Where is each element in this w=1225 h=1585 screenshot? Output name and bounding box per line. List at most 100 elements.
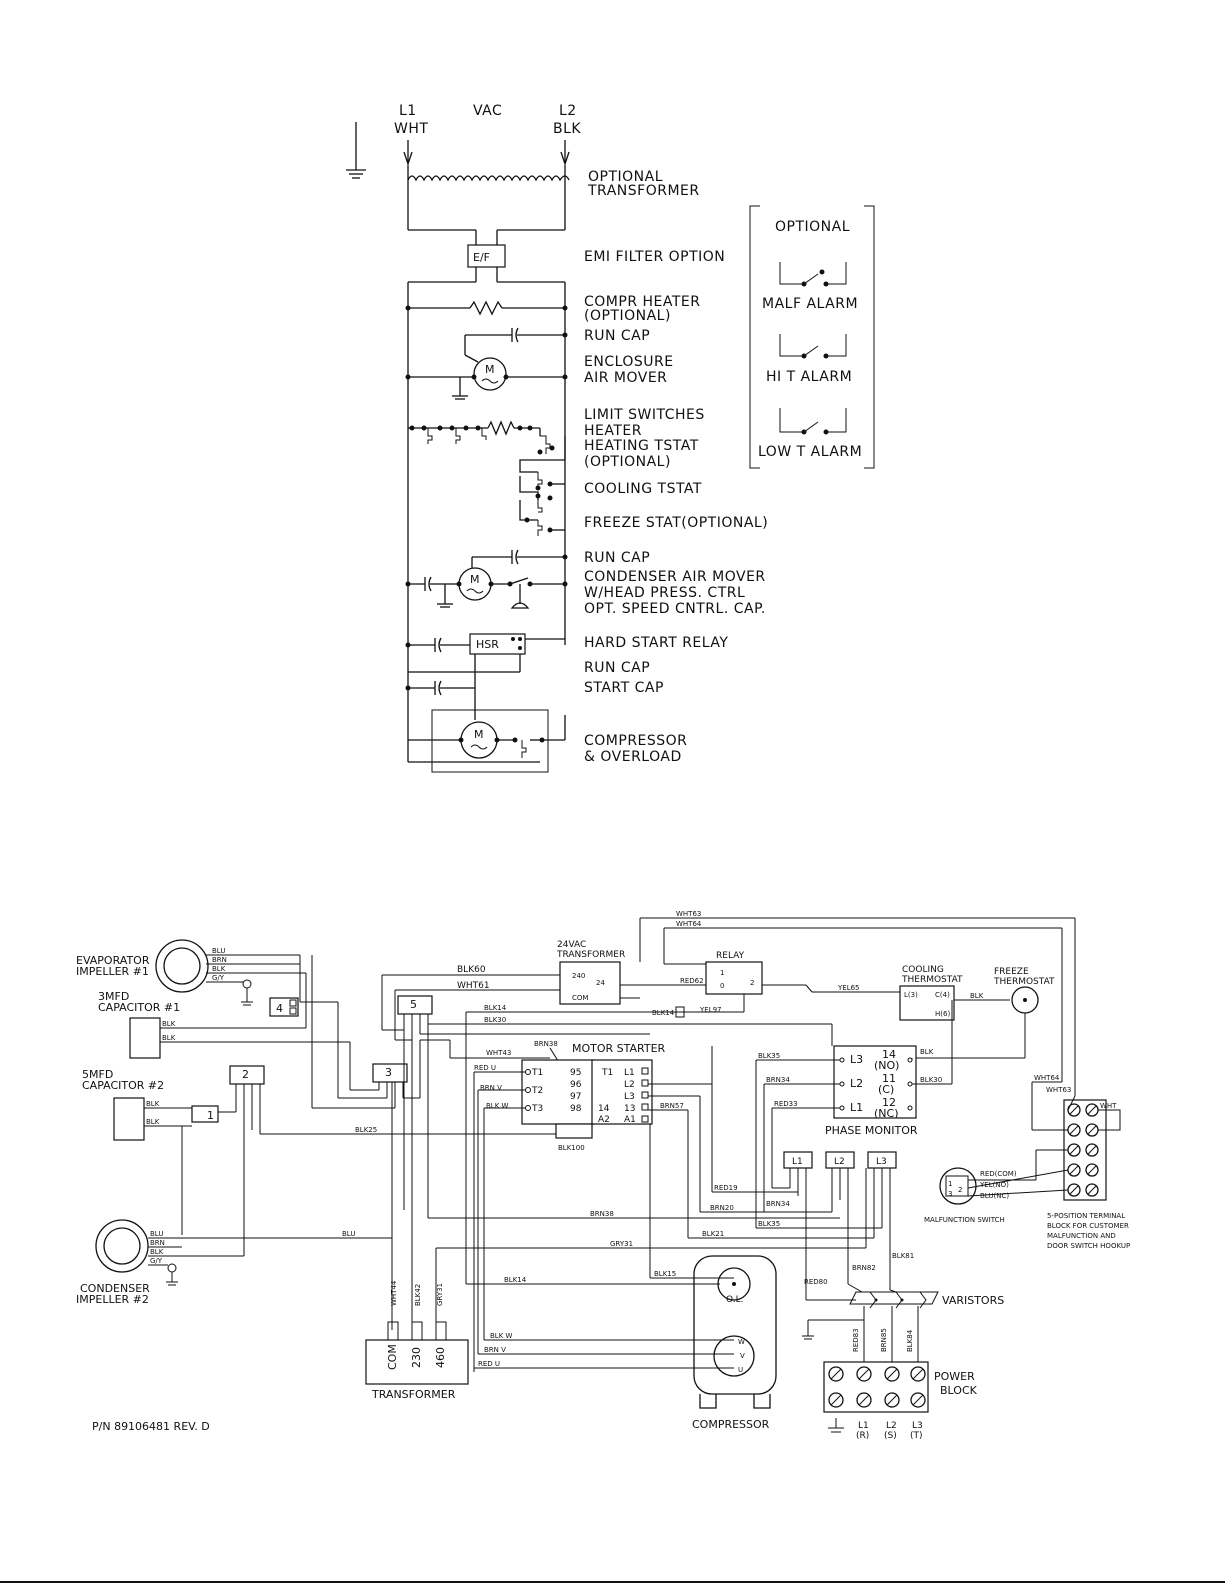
power-block-label-2: BLOCK <box>940 1384 978 1397</box>
phase-12: 12 <box>882 1096 896 1109</box>
cap1-wire-blk-1: BLK <box>162 1020 176 1028</box>
wire-yel97: YEL97 <box>699 1006 722 1014</box>
phase-wire-blk: BLK <box>920 1048 934 1056</box>
motor-starter-label: MOTOR STARTER <box>572 1042 666 1055</box>
starter-wire-blk-w: BLK W <box>486 1102 509 1110</box>
wire-red83: RED83 <box>852 1328 860 1352</box>
transformer-label: TRANSFORMER <box>371 1388 456 1401</box>
label-limit-switches: LIMIT SWITCHES <box>584 407 705 423</box>
evap-wire-gy: G/Y <box>212 974 225 982</box>
label-freeze-stat: FREEZE STAT(OPTIONAL) <box>584 515 768 531</box>
phase-l3: L3 <box>850 1053 863 1066</box>
tap-230: 230 <box>410 1347 423 1368</box>
freeze-tstat-label-1: FREEZE <box>994 967 1029 977</box>
starter-98: 98 <box>570 1104 582 1114</box>
wire-blk14-c: BLK14 <box>504 1276 527 1284</box>
wire-blk21: BLK21 <box>702 1230 724 1238</box>
overload-icon <box>717 1267 751 1301</box>
evaporator-label-1: EVAPORATOR <box>76 954 150 967</box>
mini-block-l3: L3 <box>876 1157 887 1167</box>
phase-no: (NO) <box>874 1059 899 1072</box>
terminal-block-label-4: DOOR SWITCH HOOKUP <box>1047 1242 1130 1250</box>
wire-wht43: WHT43 <box>486 1049 511 1057</box>
wire-blk35-a: BLK35 <box>758 1052 780 1060</box>
wire-brn57: BRN57 <box>660 1102 684 1110</box>
relay-pin-1: 1 <box>720 969 724 977</box>
mini-block-l1: L1 <box>792 1157 803 1167</box>
comp-term-u: U <box>738 1366 743 1374</box>
label-start-cap: START CAP <box>584 680 664 696</box>
evap-wire-blk: BLK <box>212 965 226 973</box>
label-transformer: TRANSFORMER <box>587 183 700 199</box>
wire-brn85: BRN85 <box>880 1328 888 1352</box>
wire-blk35-b: BLK35 <box>758 1220 780 1228</box>
label-overload: & OVERLOAD <box>584 749 682 765</box>
evaporator-impeller: EVAPORATOR IMPELLER #1 BLU BRN BLK G/Y <box>76 939 300 1006</box>
control-transformer: COM 230 460 TRANSFORMER <box>365 1321 469 1401</box>
starter-a2: A2 <box>598 1115 610 1125</box>
pb-s: (S) <box>884 1431 897 1441</box>
power-block-label-1: POWER <box>934 1370 975 1383</box>
wire-blk84: BLK84 <box>906 1329 914 1352</box>
wire-blk14-b: BLK14 <box>652 1009 675 1017</box>
compressor-label: COMPRESSOR <box>692 1418 770 1431</box>
label-head-press: W/HEAD PRESS. CTRL <box>584 585 745 601</box>
terminal-block-label-2: BLOCK FOR CUSTOMER <box>1047 1222 1129 1230</box>
cap2-wire-blk-1: BLK <box>146 1100 160 1108</box>
label-optional: OPTIONAL <box>588 169 663 185</box>
cap2-wire-blk-2: BLK <box>146 1118 160 1126</box>
wire-blk81: BLK81 <box>892 1252 914 1260</box>
cooling-tstat-pin-l: L(3) <box>904 991 918 999</box>
cooling-tstat-pin-h: H(6) <box>935 1010 950 1018</box>
cooling-thermostat <box>899 985 955 1021</box>
wire-wht64-b: WHT64 <box>1034 1074 1060 1082</box>
malf-wire-blu-nc: BLU(NC) <box>980 1192 1009 1200</box>
condenser-impeller: CONDENSER IMPELLER #2 BLU BRN BLK G/Y BL… <box>76 1219 392 1306</box>
starter-a1: A1 <box>624 1115 636 1125</box>
label-run-cap-2: RUN CAP <box>584 550 650 566</box>
wire-blk30-a: BLK30 <box>484 1016 506 1024</box>
terminal-block-5pos: WHT 5-POSITION TERMINAL BLOCK FOR CUSTOM… <box>1047 1099 1130 1250</box>
relay-label: RELAY <box>716 951 745 961</box>
malf-pin-1: 1 <box>948 1180 952 1188</box>
phase-c: (C) <box>878 1083 894 1096</box>
wire-brn38-a: BRN38 <box>534 1040 558 1048</box>
wire-gry31-v: GRY31 <box>436 1283 444 1306</box>
starter-wire-brn-v: BRN V <box>480 1084 502 1092</box>
emi-filter-box <box>467 244 506 268</box>
supply-l1-color: WHT <box>394 121 428 137</box>
phase-11: 11 <box>882 1072 896 1085</box>
comp-wire-red-u: RED U <box>478 1360 500 1368</box>
malfunction-switch: 1 2 3 MALFUNCTION SWITCH <box>924 1167 1005 1224</box>
label-enclosure: ENCLOSURE <box>584 354 674 370</box>
malf-pin-3: 3 <box>948 1190 952 1198</box>
wire-blk14-a: BLK14 <box>484 1004 507 1012</box>
wire-blk25: BLK25 <box>355 1126 377 1134</box>
label-cooling-tstat: COOLING TSTAT <box>584 481 702 497</box>
cond-wire-blk: BLK <box>150 1248 164 1256</box>
pb-l3: L3 <box>912 1421 923 1431</box>
varistors-label: VARISTORS <box>942 1294 1004 1307</box>
wire-blk42: BLK42 <box>414 1284 422 1306</box>
starter-97: 97 <box>570 1092 581 1102</box>
transformer24-com: COM <box>572 994 588 1002</box>
phase-monitor-label: PHASE MONITOR <box>825 1124 918 1137</box>
starter-l2: L2 <box>624 1080 635 1090</box>
wire-brn34-a: BRN34 <box>766 1076 790 1084</box>
compressor: COMPRESSOR O.L. W V U <box>692 1255 777 1431</box>
compressor-overload-box <box>431 709 549 773</box>
label-condenser-air-mover: CONDENSER AIR MOVER <box>584 569 766 585</box>
wire-brn82: BRN82 <box>852 1264 876 1272</box>
emi-filter-box-label: E/F <box>473 251 490 264</box>
tap-460: 460 <box>434 1347 447 1368</box>
comp-term-w: W <box>738 1338 745 1346</box>
label-emi-filter: EMI FILTER OPTION <box>584 249 725 265</box>
wire-brn38-b: BRN38 <box>590 1210 614 1218</box>
connector-1 <box>191 1105 219 1123</box>
comp-wire-blk-w: BLK W <box>490 1332 513 1340</box>
label-compr-heater-optional: (OPTIONAL) <box>584 308 671 324</box>
freeze-tstat-label-2: THERMOSTAT <box>993 977 1055 987</box>
starter-l1: L1 <box>624 1068 635 1078</box>
wire-wht63: WHT63 <box>676 910 701 918</box>
